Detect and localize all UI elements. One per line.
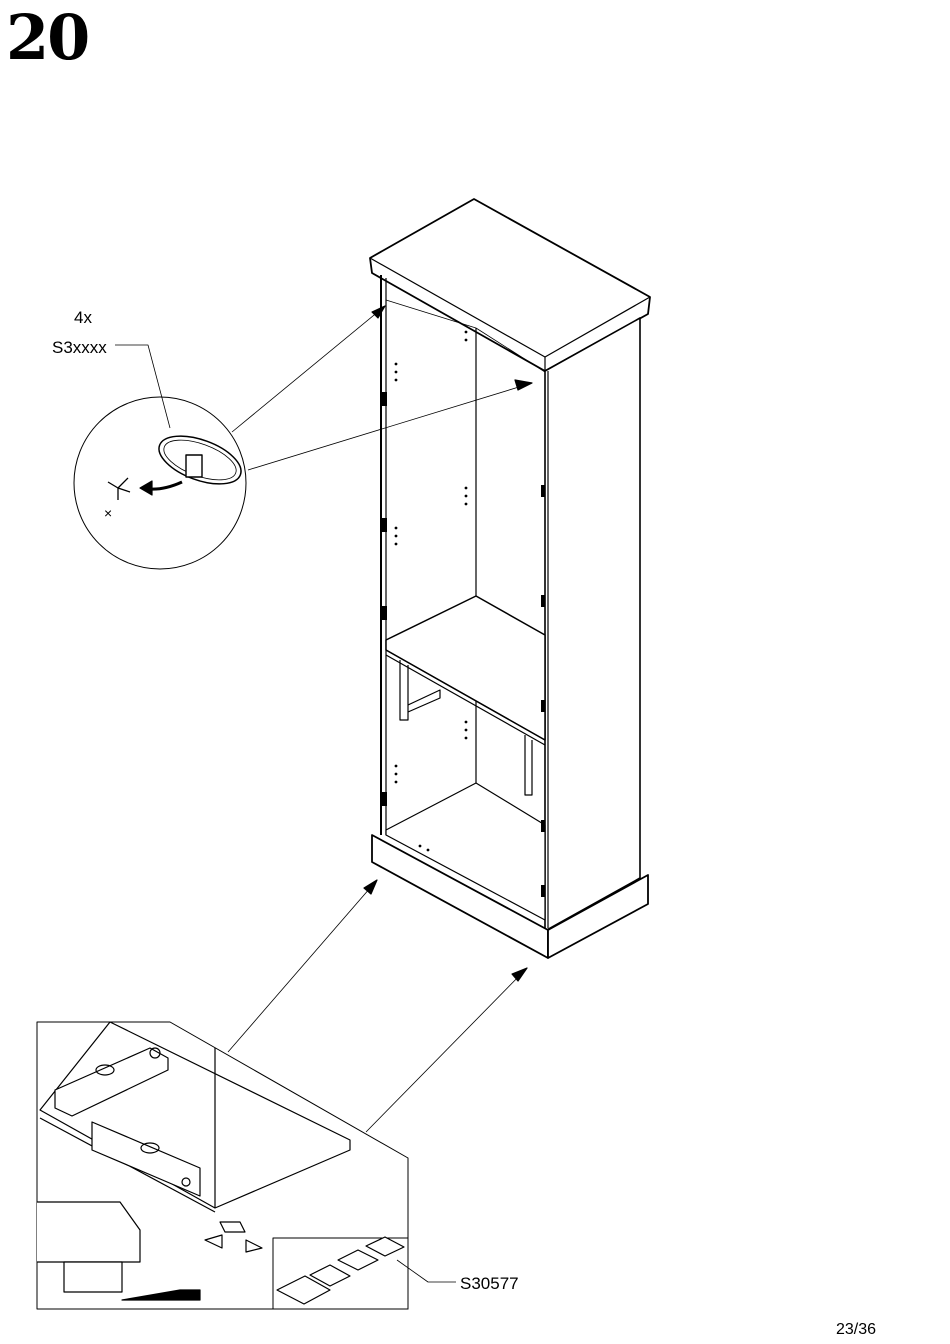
screw-cam-detail-icon: × [74, 306, 532, 569]
cabinet-illustration [370, 199, 650, 958]
svg-text:×: × [104, 505, 112, 521]
shim-stack-icon [273, 1237, 456, 1309]
